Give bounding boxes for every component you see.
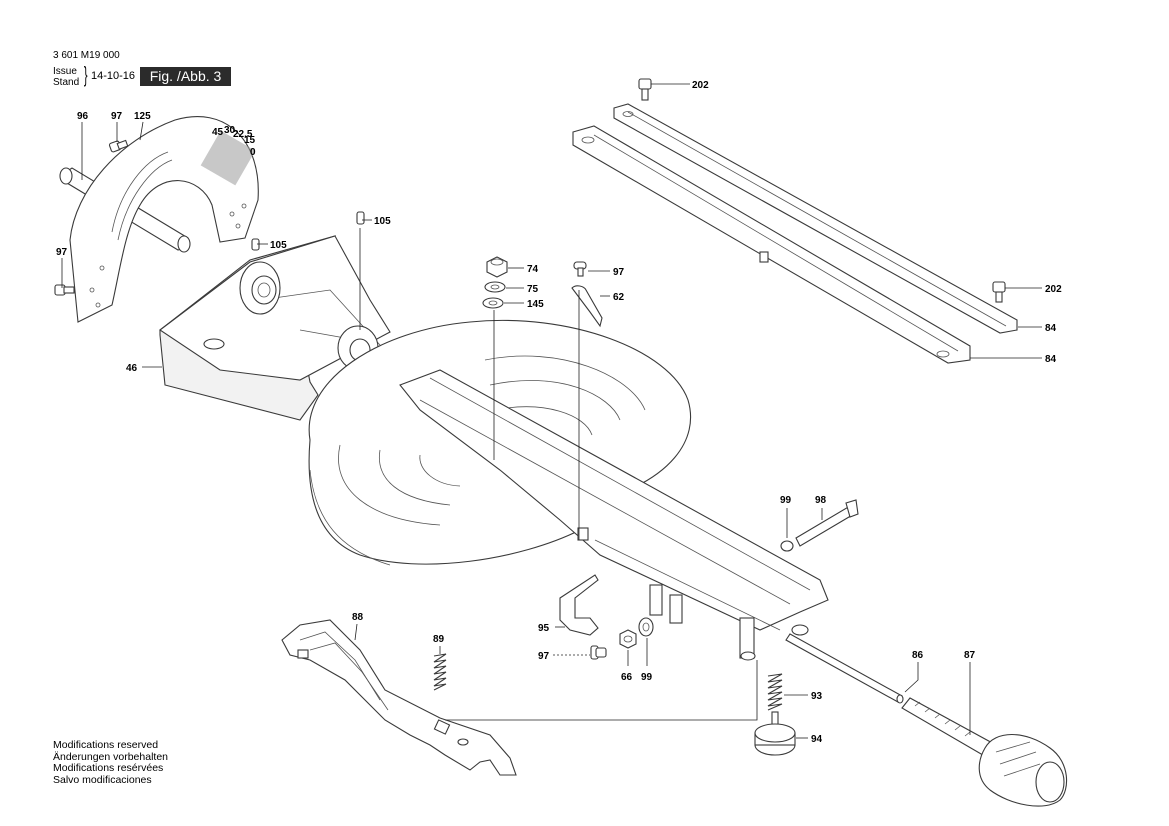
label-202-right: 202	[1045, 284, 1062, 295]
rotating-table	[308, 319, 829, 661]
scale-mark-45: 45	[212, 127, 224, 138]
leader-88	[354, 623, 358, 641]
screw-202-top	[638, 78, 652, 101]
bolt-98	[795, 499, 859, 547]
rail-84-upper	[613, 103, 1018, 334]
spring-93	[767, 673, 783, 711]
rail-84-lower	[572, 125, 971, 364]
label-46: 46	[126, 363, 138, 374]
label-74: 74	[527, 264, 539, 275]
label-95: 95	[538, 623, 550, 634]
scale-mark-30: 30	[224, 125, 236, 136]
base-housing-46	[159, 235, 391, 421]
header-brace: }	[83, 62, 88, 87]
label-75: 75	[527, 284, 539, 295]
issue-date: 14-10-16	[91, 70, 136, 82]
bracket-62	[571, 285, 603, 328]
issue-label: Issue	[53, 66, 77, 77]
doc-number: 3 601 M19 000	[53, 50, 120, 61]
rod-86	[785, 633, 904, 704]
lever-88	[281, 619, 517, 776]
figure-label: Fig. /Abb. 3	[140, 67, 231, 86]
label-97-left: 97	[56, 247, 68, 258]
label-89: 89	[433, 634, 445, 645]
knob-94	[754, 711, 796, 756]
set-screw-105-top	[356, 211, 365, 225]
label-84-lower: 84	[1045, 354, 1057, 365]
leader-lever-link	[445, 660, 758, 721]
label-105-left: 105	[270, 240, 287, 251]
label-87: 87	[964, 650, 976, 661]
label-84-upper: 84	[1045, 323, 1057, 334]
nut-74	[486, 256, 508, 278]
label-105-top: 105	[374, 216, 391, 227]
label-93: 93	[811, 691, 823, 702]
label-88: 88	[352, 612, 364, 623]
washer-99-lower	[638, 617, 654, 637]
handle-87	[901, 697, 1068, 807]
nut-66	[619, 629, 637, 649]
label-145: 145	[527, 299, 544, 310]
label-97-center: 97	[613, 267, 625, 278]
bracket-95	[559, 574, 599, 636]
label-125: 125	[134, 111, 151, 122]
leader-86	[904, 662, 919, 693]
screw-97-center	[573, 261, 587, 277]
scale-mark-0: 0	[250, 147, 256, 158]
label-66: 66	[621, 672, 633, 683]
label-99-lower: 99	[641, 672, 653, 683]
screw-202-right	[992, 281, 1006, 303]
label-97-top: 97	[111, 111, 123, 122]
screw-97-top-left	[108, 139, 129, 153]
modifications-notice: Modifications reserved Änderungen vorbeh…	[53, 739, 169, 786]
label-94: 94	[811, 734, 823, 745]
modifications-en: Modifications reserved	[53, 739, 159, 751]
stand-label: Stand	[53, 77, 80, 88]
label-202-top: 202	[692, 80, 709, 91]
screw-97-left	[54, 284, 75, 296]
modifications-es: Salvo modificaciones	[53, 773, 152, 786]
label-86: 86	[912, 650, 924, 661]
leader-125	[139, 121, 144, 141]
miter-scale-125	[69, 115, 259, 323]
spring-89	[433, 653, 447, 691]
label-62: 62	[613, 292, 625, 303]
modifications-fr: Modifications resérvées	[53, 762, 164, 774]
scale-mark-22-5: 22.5	[233, 129, 253, 140]
scale-mark-15: 15	[244, 135, 256, 146]
washer-145	[482, 297, 504, 309]
screw-97-lower	[590, 645, 607, 660]
modifications-de: Änderungen vorbehalten	[53, 750, 169, 763]
washer-99-right	[780, 540, 794, 552]
label-96: 96	[77, 111, 89, 122]
washer-75	[484, 281, 506, 293]
set-screw-105-left	[251, 238, 260, 251]
label-99-right: 99	[780, 495, 792, 506]
label-97-lower: 97	[538, 651, 550, 662]
label-98: 98	[815, 495, 827, 506]
